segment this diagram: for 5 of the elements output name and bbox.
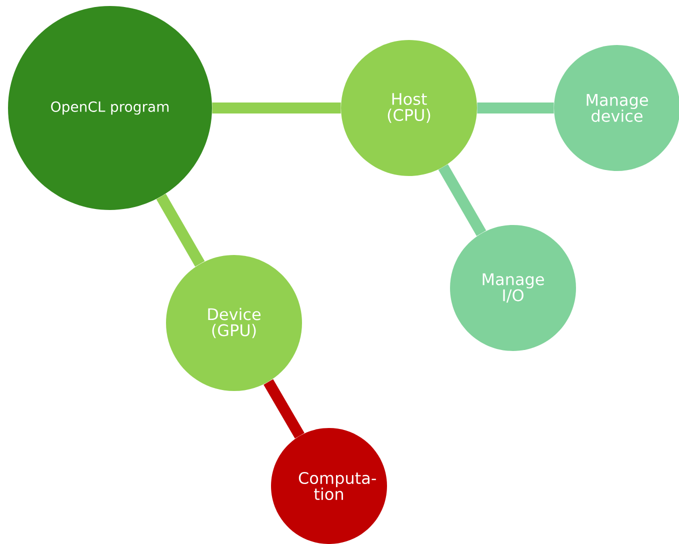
connector	[477, 102, 554, 114]
connector	[212, 102, 341, 114]
connector	[264, 379, 304, 438]
connector	[156, 194, 205, 267]
connector	[438, 164, 486, 236]
